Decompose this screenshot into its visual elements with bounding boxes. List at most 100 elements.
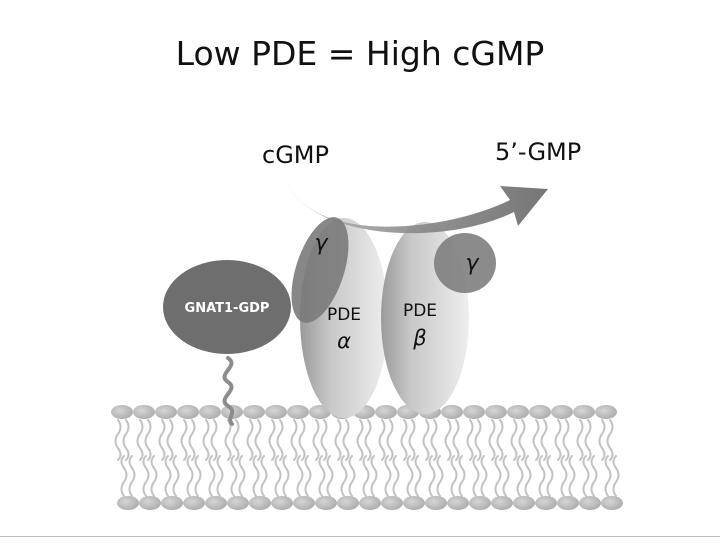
lipid-tail [384, 455, 392, 497]
lipid-head [601, 496, 623, 510]
lipid-tail [428, 455, 436, 497]
lipid-tail [540, 419, 548, 461]
lipid-head [447, 496, 469, 510]
lipid-tail [180, 419, 188, 461]
lipid-tail [584, 419, 592, 461]
gnat1-lipid-anchor [222, 356, 235, 426]
lipid-tail [348, 455, 356, 497]
lipid-head [469, 496, 491, 510]
lipid-head [441, 405, 463, 419]
pde-gamma-right-subunit [434, 233, 496, 293]
lipid-head [381, 496, 403, 510]
lipid-tail [450, 455, 458, 497]
lipid-tail [342, 419, 350, 461]
lipid-tail [312, 419, 320, 461]
lipid-head [337, 496, 359, 510]
lipid-tail [474, 419, 482, 461]
lipid-tail [158, 419, 166, 461]
lipid-tail [532, 419, 540, 461]
lipid-head [579, 496, 601, 510]
lipid-head [529, 405, 551, 419]
lipid-tail [560, 455, 568, 497]
lipid-tail [444, 419, 452, 461]
lipid-tail [430, 419, 438, 461]
lipid-tail [120, 455, 128, 497]
lipid-tail [186, 455, 194, 497]
lipid-tail [210, 419, 218, 461]
pde-alpha-greek: α [337, 329, 351, 353]
slide-title: Low PDE = High cGMP [175, 34, 545, 73]
lipid-head [425, 496, 447, 510]
lipid-tail [378, 419, 386, 461]
lipid-tail [516, 455, 524, 497]
lipid-head [265, 405, 287, 419]
lipid-tail [114, 419, 122, 461]
lipid-head [249, 496, 271, 510]
lipid-head [161, 496, 183, 510]
lipid-tail [466, 419, 474, 461]
lipid-tail [414, 455, 422, 497]
lipid-head [595, 405, 617, 419]
lipid-tail [150, 455, 158, 497]
pde-beta-label: PDE [403, 301, 437, 321]
lipid-tail [546, 455, 554, 497]
lipid-tail [524, 455, 532, 497]
lipid-tail [488, 419, 496, 461]
lipid-tail [296, 455, 304, 497]
lipid-tail [502, 455, 510, 497]
gnat1-gdp-transducin [163, 260, 291, 354]
lipid-head [111, 405, 133, 419]
lipid-head [177, 405, 199, 419]
lipid-head [199, 405, 221, 419]
lipid-tail [400, 419, 408, 461]
lipid-head [139, 496, 161, 510]
lipid-tail [422, 419, 430, 461]
lipid-tail [202, 419, 210, 461]
lipid-tail [458, 455, 466, 497]
lipid-head [507, 405, 529, 419]
lipid-head [243, 405, 265, 419]
substrate-label: cGMP [262, 141, 329, 169]
lipid-tail [136, 419, 144, 461]
lipid-tail [318, 455, 326, 497]
pde-gamma-left-subunit [291, 217, 349, 323]
lipid-tail [290, 419, 298, 461]
lipid-tail [408, 419, 416, 461]
lipid-tail [188, 419, 196, 461]
lipid-tail [494, 455, 502, 497]
lipid-tail [362, 455, 370, 497]
lipid-tail [436, 455, 444, 497]
lipid-tail [304, 455, 312, 497]
lipid-tail [166, 419, 174, 461]
lipid-tail [274, 455, 282, 497]
lipid-tail [298, 419, 306, 461]
lipid-tail [356, 419, 364, 461]
lipid-tail [612, 455, 620, 497]
lipid-tail [480, 455, 488, 497]
lipid-head [155, 405, 177, 419]
lipid-tail [510, 419, 518, 461]
lipid-head [133, 405, 155, 419]
lipid-tail [254, 419, 262, 461]
lipid-head [375, 405, 397, 419]
lipid-head [513, 496, 535, 510]
lipid-tail [246, 419, 254, 461]
lipid-head [551, 405, 573, 419]
lipid-tail [386, 419, 394, 461]
lipid-tail [172, 455, 180, 497]
lipid-tail [164, 455, 172, 497]
lipid-head [227, 496, 249, 510]
lipid-tail [252, 455, 260, 497]
lipid-tail [216, 455, 224, 497]
lipid-tail [538, 455, 546, 497]
lipid-tail [238, 455, 246, 497]
pde-alpha-label: PDE [327, 305, 361, 325]
lipid-tail [122, 419, 130, 461]
lipid-tail [598, 419, 606, 461]
lipid-tail [268, 419, 276, 461]
lipid-tail [590, 455, 598, 497]
lipid-tail [606, 419, 614, 461]
product-label: 5’-GMP [495, 138, 581, 166]
